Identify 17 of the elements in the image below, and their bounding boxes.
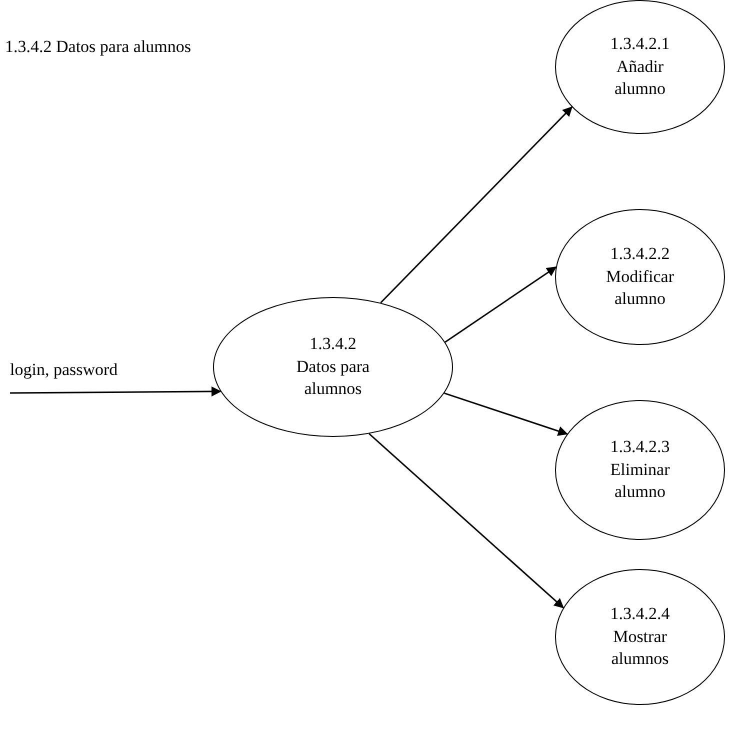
arrow: [444, 266, 557, 343]
node-label: 1.3.4.2.3 Eliminar alumno: [609, 436, 671, 504]
process-ellipse: [555, 569, 725, 705]
process-ellipse: [555, 0, 725, 134]
process-ellipse: [555, 400, 725, 540]
process-ellipse: [213, 297, 453, 437]
node-label: 1.3.4.2.2 Modificar alumno: [605, 242, 675, 310]
arrow: [380, 106, 573, 304]
arrow: [444, 392, 568, 436]
node-label: 1.3.4.2 Datos para alumnos: [295, 332, 371, 400]
edge-label: login, password: [10, 360, 118, 380]
node-label: 1.3.4.2.1 Añadir alumno: [609, 32, 671, 100]
arrow: [10, 386, 222, 396]
arrow: [368, 433, 564, 608]
node-label: 1.3.4.2.4 Mostrar alumnos: [609, 602, 671, 670]
process-ellipse: [555, 209, 725, 345]
heading: 1.3.4.2 Datos para alumnos: [5, 37, 192, 57]
